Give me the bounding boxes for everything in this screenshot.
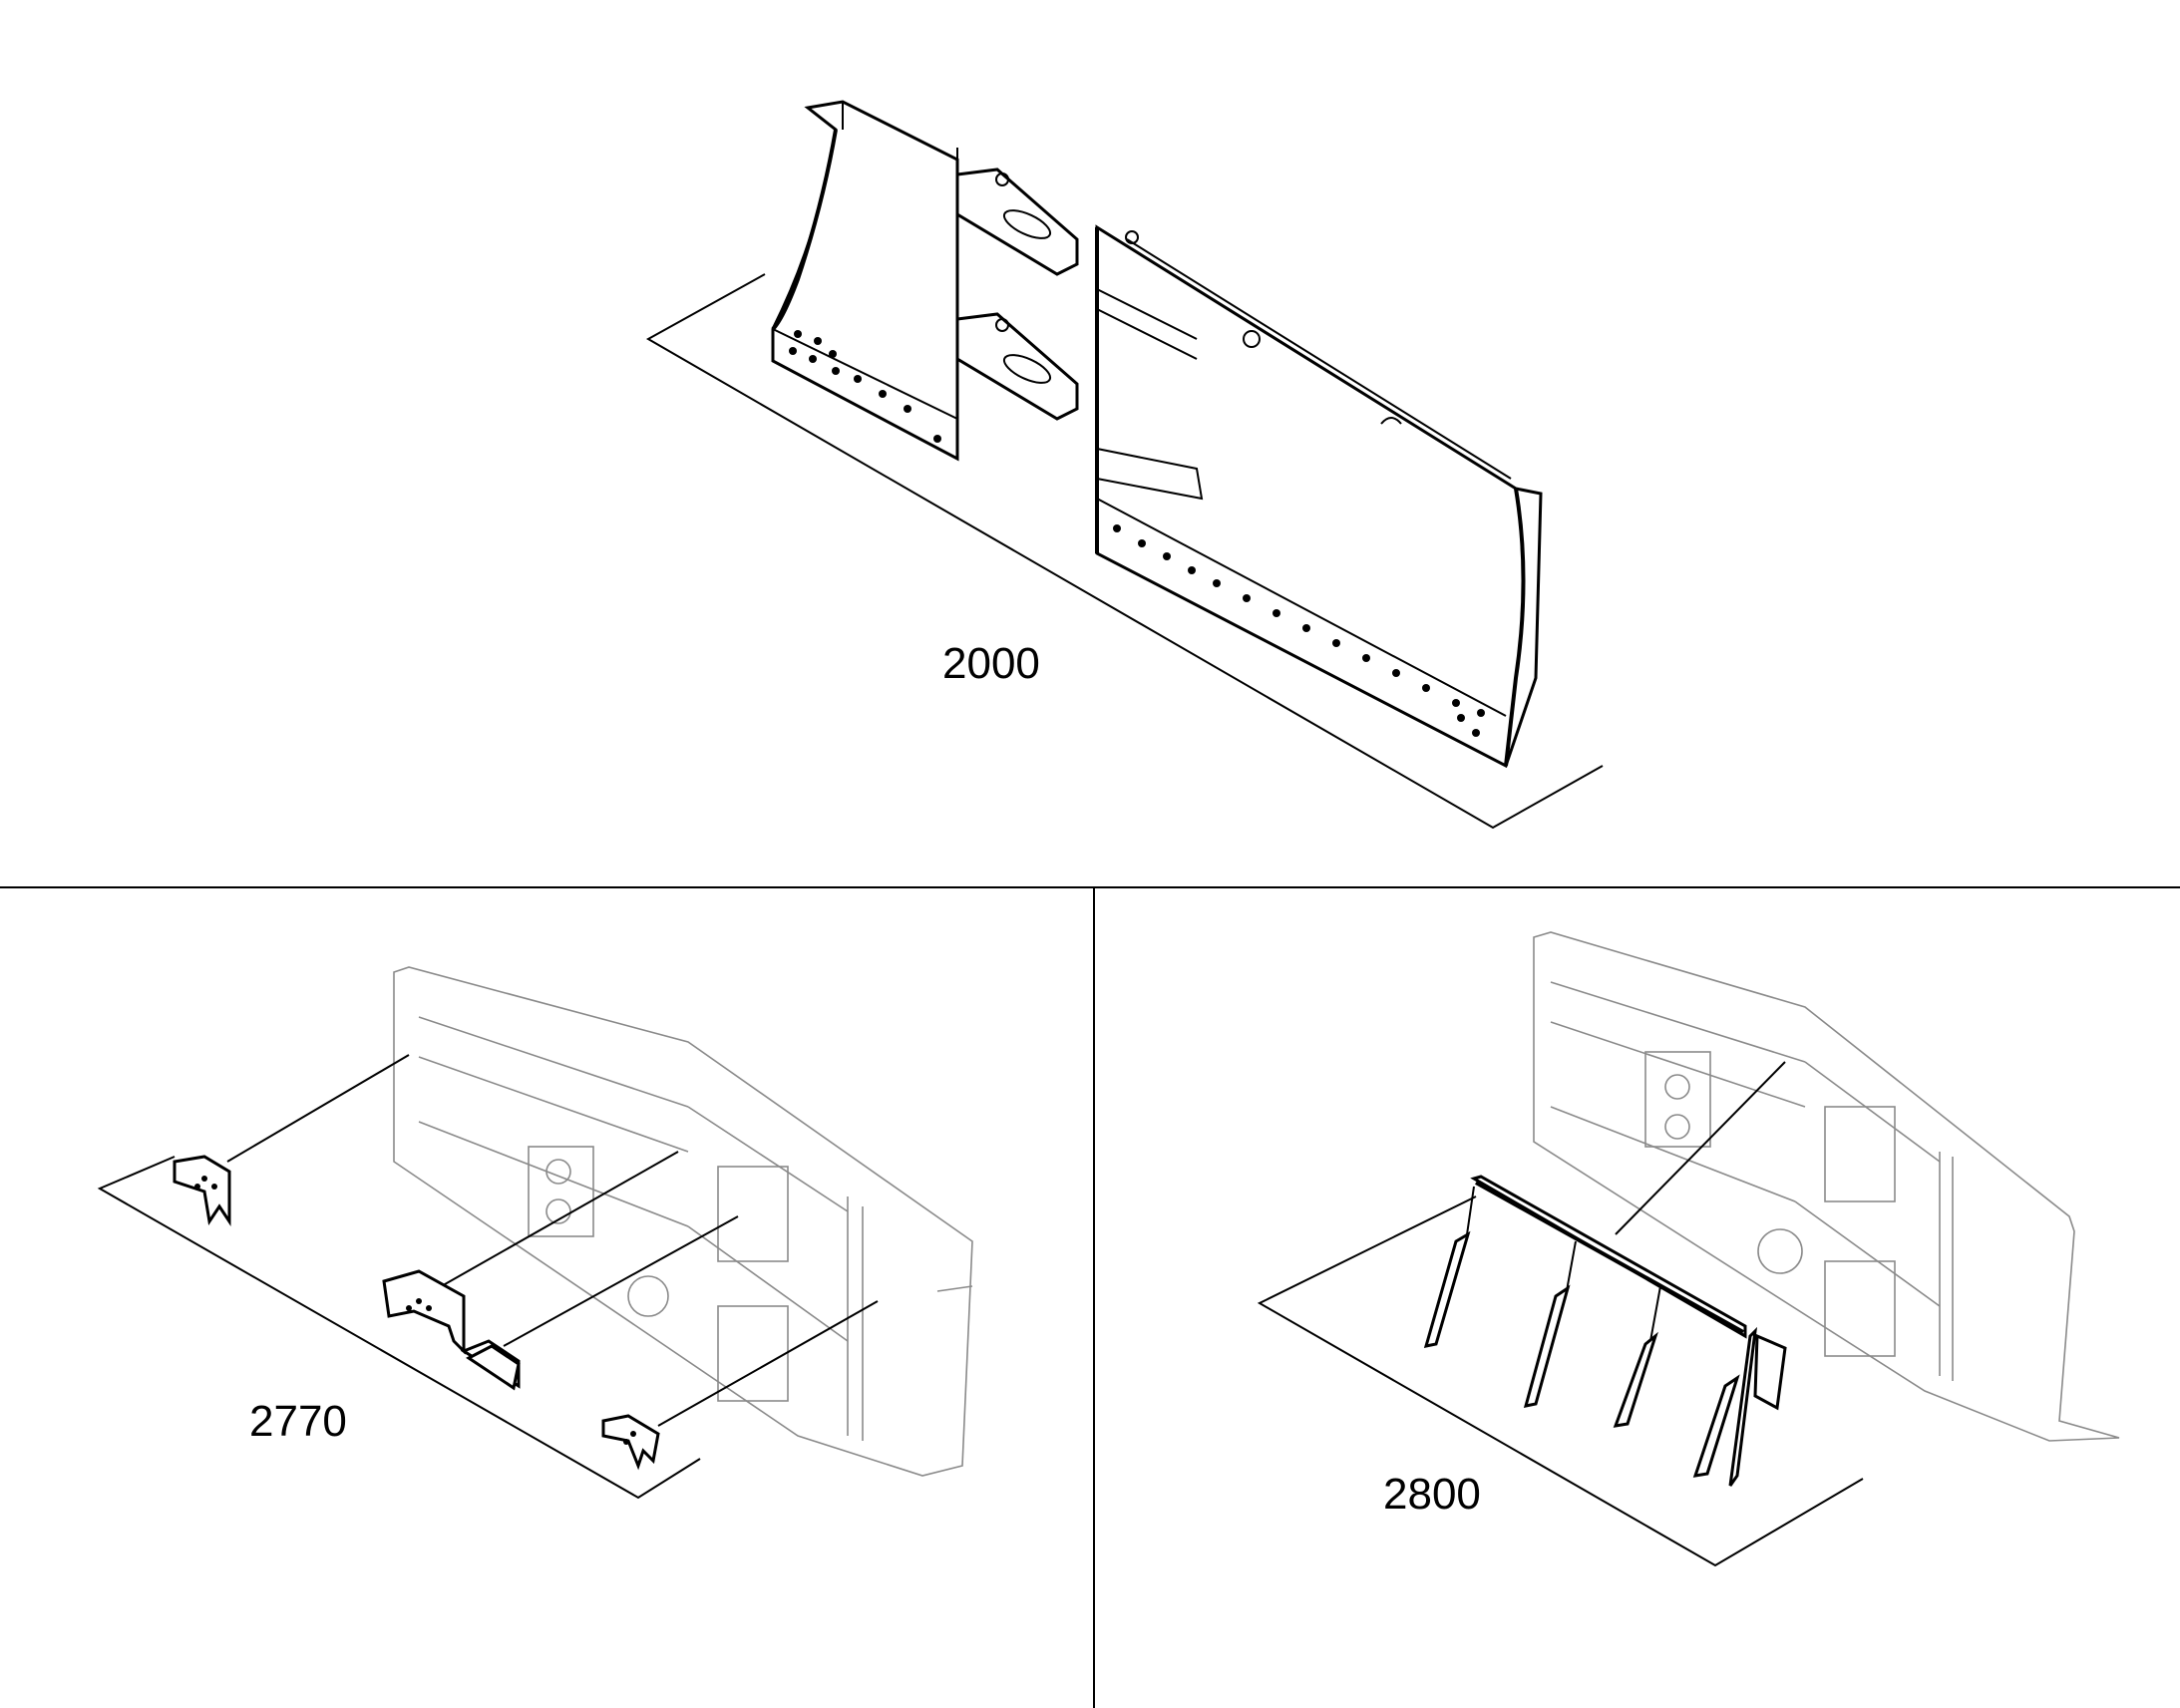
blade-ghost-icon-left — [393, 966, 973, 1477]
blade-ghost-icon-right — [1533, 931, 2120, 1442]
bracket-parts-icon — [173, 1155, 660, 1471]
panel-bottom-left: 2770 — [97, 966, 973, 1500]
blade-left-wing-icon — [771, 100, 959, 462]
ref-label-2800: 2800 — [1383, 1470, 1481, 1519]
panel-bottom-right: 2800 — [1257, 931, 2120, 1567]
push-arm-lugs-icon — [955, 168, 1079, 421]
ref-label-2770: 2770 — [249, 1397, 347, 1446]
group-bracket-2800 — [1257, 1196, 1864, 1567]
group-bracket-2770 — [97, 1156, 701, 1500]
ref-label-2000: 2000 — [942, 639, 1040, 688]
blade-main-icon — [1095, 224, 1543, 769]
panel-dividers — [0, 886, 2180, 1708]
cutting-edge-parts-icon — [1423, 1175, 1787, 1487]
panel-top: 2000 — [645, 100, 1604, 830]
group-bracket-2000 — [645, 273, 1604, 830]
